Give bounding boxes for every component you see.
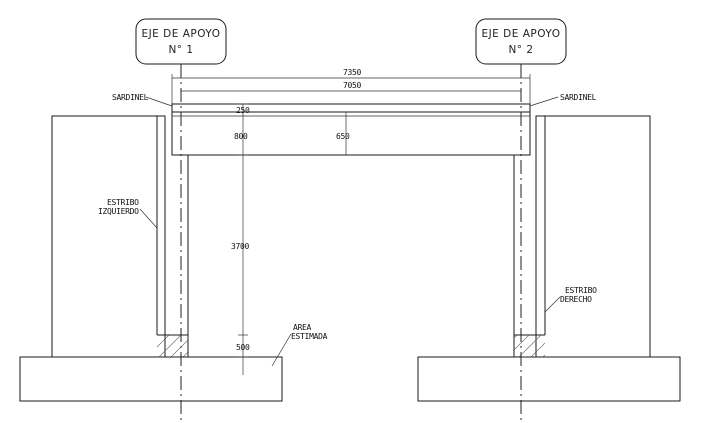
label-area-line2: ESTIMADA [291, 332, 328, 341]
axis-tag-1-line2: N° 1 [168, 44, 193, 56]
label-sardinel-right-leader [529, 96, 559, 107]
label-estribo-izq-line2: IZQUIERDO [98, 207, 139, 216]
deck-body [171, 111, 531, 156]
right-abutment [513, 115, 651, 358]
axis-tag-1-frame [135, 18, 227, 65]
dim-overall-value: 7350 [343, 68, 362, 77]
dim-vertical-chain: 250 800 3700 500 [231, 103, 250, 375]
label-estribo-der-line2: DERECHO [560, 295, 592, 304]
deck-top-layer [171, 103, 531, 113]
axis-tag-2-line2: N° 2 [508, 44, 533, 56]
label-area-leader [271, 333, 292, 367]
right-wall-outline [535, 115, 651, 358]
label-sardinel-right-text: SARDINEL [560, 93, 597, 102]
label-sardinel-left-leader [145, 96, 173, 107]
label-estribo-izquierdo: ESTRIBO IZQUIERDO [98, 198, 158, 229]
dim-sardinel-height: 250 [236, 106, 250, 115]
label-estribo-izq-line1: ESTRIBO [107, 198, 139, 207]
dim-overall: 7350 [171, 68, 531, 104]
dim-footing-depth: 500 [236, 343, 250, 352]
label-estribo-der-line1: ESTRIBO [565, 286, 597, 295]
axis-tag-2: EJE DE APOYO N° 2 [475, 18, 567, 65]
axis-tag-2-frame [475, 18, 567, 65]
dim-span: 7050 [181, 81, 521, 92]
label-sardinel-left: SARDINEL [112, 93, 173, 107]
right-footing-body [417, 356, 681, 402]
left-footing [19, 356, 283, 402]
dim-clear-height: 3700 [231, 242, 250, 251]
dim-deck-thickness-center: 650 [336, 132, 350, 141]
axis-tag-1-line1: EJE DE APOYO [141, 28, 220, 40]
dim-deck-thickness-left: 800 [234, 132, 248, 141]
axis-tag-2-line1: EJE DE APOYO [481, 28, 560, 40]
deck-slab [171, 103, 531, 156]
label-area-line1: AREA [293, 323, 312, 332]
label-estribo-derecho: ESTRIBO DERECHO [544, 286, 597, 313]
label-area-estimada: AREA ESTIMADA [271, 323, 328, 367]
label-estribo-der-leader [544, 296, 561, 313]
right-footing [417, 356, 681, 402]
left-abutment [51, 115, 189, 358]
dim-span-value: 7050 [343, 81, 362, 90]
left-wall-outline [51, 115, 166, 358]
label-sardinel-right: SARDINEL [529, 93, 597, 107]
axis-tag-1: EJE DE APOYO N° 1 [135, 18, 227, 65]
left-footing-body [19, 356, 283, 402]
right-seat-hatch [514, 335, 545, 357]
dim-deck-center: 650 [336, 112, 350, 155]
left-seat-hatch [157, 335, 188, 357]
label-estribo-izq-leader [139, 208, 158, 229]
label-sardinel-left-text: SARDINEL [112, 93, 149, 102]
